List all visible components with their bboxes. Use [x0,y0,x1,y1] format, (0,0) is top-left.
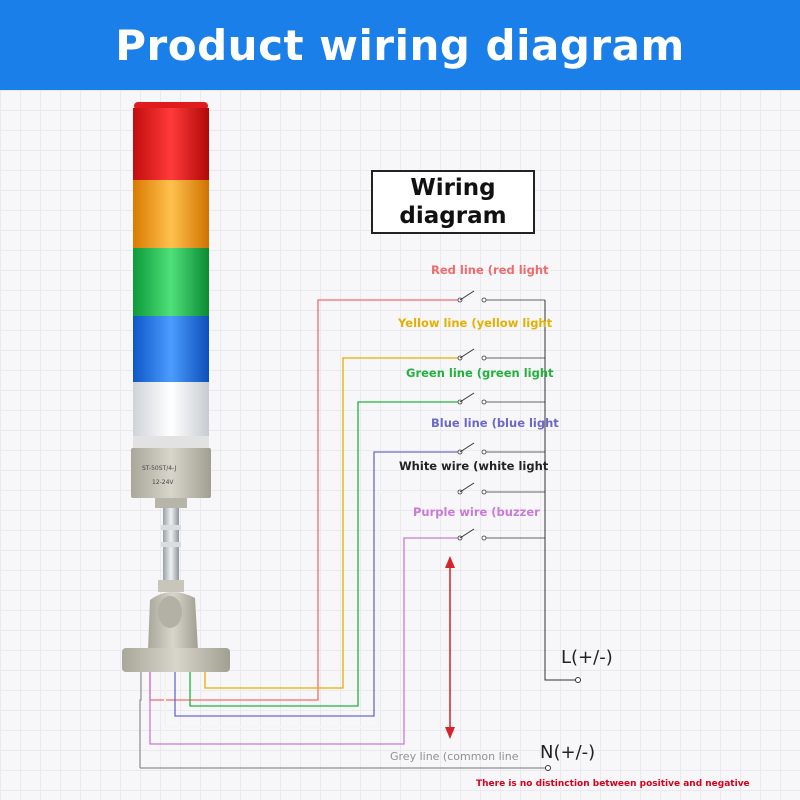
title-banner: Product wiring diagram [0,0,800,90]
mount-base [122,648,230,672]
tower-clear-ring [133,436,209,448]
live-terminal-dot [575,677,581,683]
tower-model-label: ST-50ST/4-J [142,465,177,472]
switch-blade-purple [459,528,475,539]
switch-terminal-yellow [481,355,487,361]
wire-purple [149,537,458,745]
tower-light [122,102,230,672]
wire-yellow [204,357,458,689]
wiring-diagram-box: Wiring diagram [371,170,535,234]
bracket-joint [158,580,184,592]
height-arrow [445,556,455,739]
tower-red-segment [133,108,209,180]
green-line-label: Green line (green light [406,366,554,380]
neutral-terminal-label: N(+/-) [540,742,596,763]
pole-ring-2 [161,542,181,547]
pole-ring-1 [161,525,181,530]
switch-blade-green [459,392,475,403]
grey-line-label: Grey line (common line [390,750,519,763]
wire-green [189,401,458,707]
bracket-knob [158,596,182,628]
wire-red [139,672,142,768]
switch-terminal-green [481,399,487,405]
white-wire-label: White wire (white light [399,459,549,473]
wire-white-edge [164,491,458,728]
red-line-label: Red line (red light [431,263,549,277]
yellow-line-label: Yellow line (yellow light [398,316,553,330]
tower-base-housing [131,448,211,498]
switch-blade-red [459,290,475,301]
live-bus-wire [544,300,578,681]
wire-blue [174,451,458,717]
switch-terminal-red [481,297,487,303]
switch-blade-white [459,482,475,493]
switch-terminal-white [481,489,487,495]
live-terminal-label: L(+/-) [561,647,613,668]
tower-green-segment [133,248,209,316]
banner-title: Product wiring diagram [115,20,685,70]
switch-blade-yellow [459,348,475,359]
switch-blade-blue [459,442,475,453]
box-title-line2: diagram [399,203,507,229]
wire-white [164,491,458,728]
switch-terminal-blue [481,449,487,455]
tower-amber-segment [133,180,209,248]
purple-wire-label: Purple wire (buzzer [413,505,540,519]
tower-white-segment [133,382,209,436]
blue-line-label: Blue line (blue light [431,416,559,430]
switch-terminal-purple [481,535,487,541]
tower-collar [155,498,187,508]
box-title-line1: Wiring [410,175,496,201]
polarity-note: There is no distinction between positive… [476,779,750,789]
tower-blue-segment [133,316,209,382]
tower-voltage-label: 12-24V [152,479,174,486]
grey-lead [139,672,142,768]
neutral-terminal-dot [545,765,551,771]
